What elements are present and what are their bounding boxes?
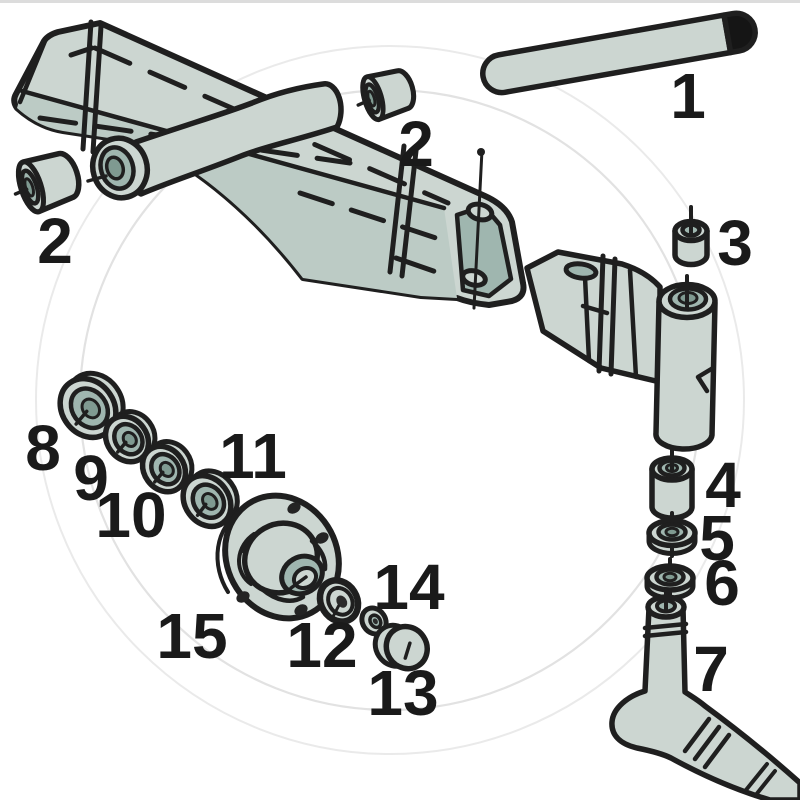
- bolt-hole: [294, 604, 308, 616]
- washer-bore: [664, 526, 680, 538]
- part-label-15: 15: [156, 600, 227, 672]
- part-label-2: 2: [37, 205, 73, 277]
- axis-tick: [86, 174, 108, 183]
- pivot-pin-head: [477, 148, 485, 156]
- beam-clamp-band-left: [80, 19, 104, 155]
- part-label-10: 10: [95, 479, 166, 551]
- hidden-dash: [297, 190, 445, 243]
- part-3-bushing: [672, 205, 710, 268]
- tube-end-cap: [721, 10, 758, 56]
- stub-ring: [753, 769, 777, 798]
- tube-body: [480, 12, 734, 96]
- top-border: [0, 0, 800, 3]
- part-label-7: 7: [693, 633, 729, 705]
- band-line: [90, 23, 104, 155]
- stub-rib: [692, 724, 722, 762]
- bracket-edge: [627, 267, 639, 380]
- part-11-bearing: [180, 468, 240, 530]
- beam-end-plate: [454, 148, 514, 310]
- stub-rib: [702, 732, 732, 770]
- bolt-hole: [315, 532, 329, 544]
- part-label-9: 9: [73, 442, 109, 514]
- bracket-slot: [563, 261, 599, 281]
- band-line: [399, 148, 419, 279]
- part-2-bushing-left: [13, 150, 82, 215]
- kingpin-collar: [642, 621, 689, 631]
- part-label-3: 3: [717, 207, 753, 279]
- bolt-hole: [236, 591, 250, 603]
- axis-tick: [195, 502, 208, 518]
- washer-bore: [662, 571, 678, 583]
- ring-bore: [372, 618, 378, 625]
- band-line: [596, 253, 606, 374]
- hub-flange-rim: [215, 510, 242, 594]
- part-7-spindle: [609, 588, 800, 800]
- hidden-dash: [37, 115, 353, 166]
- part-label-6: 6: [704, 547, 740, 619]
- part-label-14: 14: [373, 551, 445, 623]
- part-5-washer: [646, 511, 698, 558]
- stub-ring: [744, 762, 769, 792]
- hub-barrel-edge: [259, 586, 306, 603]
- part-label-11: 11: [219, 420, 287, 492]
- axis-tick: [13, 187, 29, 196]
- part-axle-tube: [86, 81, 344, 201]
- part-label-4: 4: [705, 449, 741, 521]
- spindle-body: [609, 605, 800, 800]
- tube-end-bore: [104, 155, 126, 181]
- band-line: [608, 256, 618, 377]
- part-2-bushing-upper: [356, 68, 417, 123]
- part-label-13: 13: [367, 657, 438, 729]
- part-label-5: 5: [699, 502, 735, 574]
- part-9-bearing: [102, 409, 158, 465]
- hub-boss-rim: [237, 532, 256, 586]
- beam-front-face: [17, 91, 457, 298]
- stub-rib: [682, 716, 712, 754]
- part-4-bushing: [649, 445, 695, 521]
- axis-tick: [116, 440, 128, 454]
- band-line: [387, 143, 407, 275]
- kingpin-collar: [642, 629, 689, 639]
- part-label-1: 1: [670, 60, 706, 132]
- pivot-pin-axis: [472, 148, 484, 310]
- axis-tick: [74, 409, 89, 426]
- part-label-12: 12: [286, 609, 357, 681]
- part-12-bearing: [316, 577, 362, 625]
- axis-tick: [330, 604, 341, 620]
- bracket-edge: [582, 274, 592, 364]
- axis-tick: [289, 575, 308, 590]
- part-label-8: 8: [25, 412, 61, 484]
- part-10-bearing: [139, 439, 195, 495]
- cylinder-notch: [695, 365, 716, 394]
- band-line: [80, 19, 94, 152]
- beam-end-edge: [17, 38, 48, 105]
- part-13-dust-cap: [372, 622, 430, 672]
- swivel-cylinder: [653, 299, 718, 452]
- part-8-seal: [57, 370, 126, 441]
- bracket-clamp-band: [596, 253, 618, 377]
- bolt-hole: [287, 502, 301, 514]
- axis-tick: [153, 470, 165, 484]
- beam-clamp-band-right: [387, 143, 419, 279]
- part-1-link-tube: [480, 10, 758, 96]
- part-swivel-bracket: [524, 249, 718, 452]
- bracket-body: [524, 249, 663, 385]
- axis-tick: [403, 641, 412, 660]
- part-15-hub: [215, 492, 342, 622]
- hub-barrel-edge: [309, 538, 328, 572]
- axis-tick: [356, 98, 371, 107]
- part-6-washer: [644, 557, 696, 602]
- part-label-2: 2: [398, 108, 434, 180]
- part-beam-assembly: [11, 19, 527, 310]
- watermark-arc-outer: [35, 45, 745, 755]
